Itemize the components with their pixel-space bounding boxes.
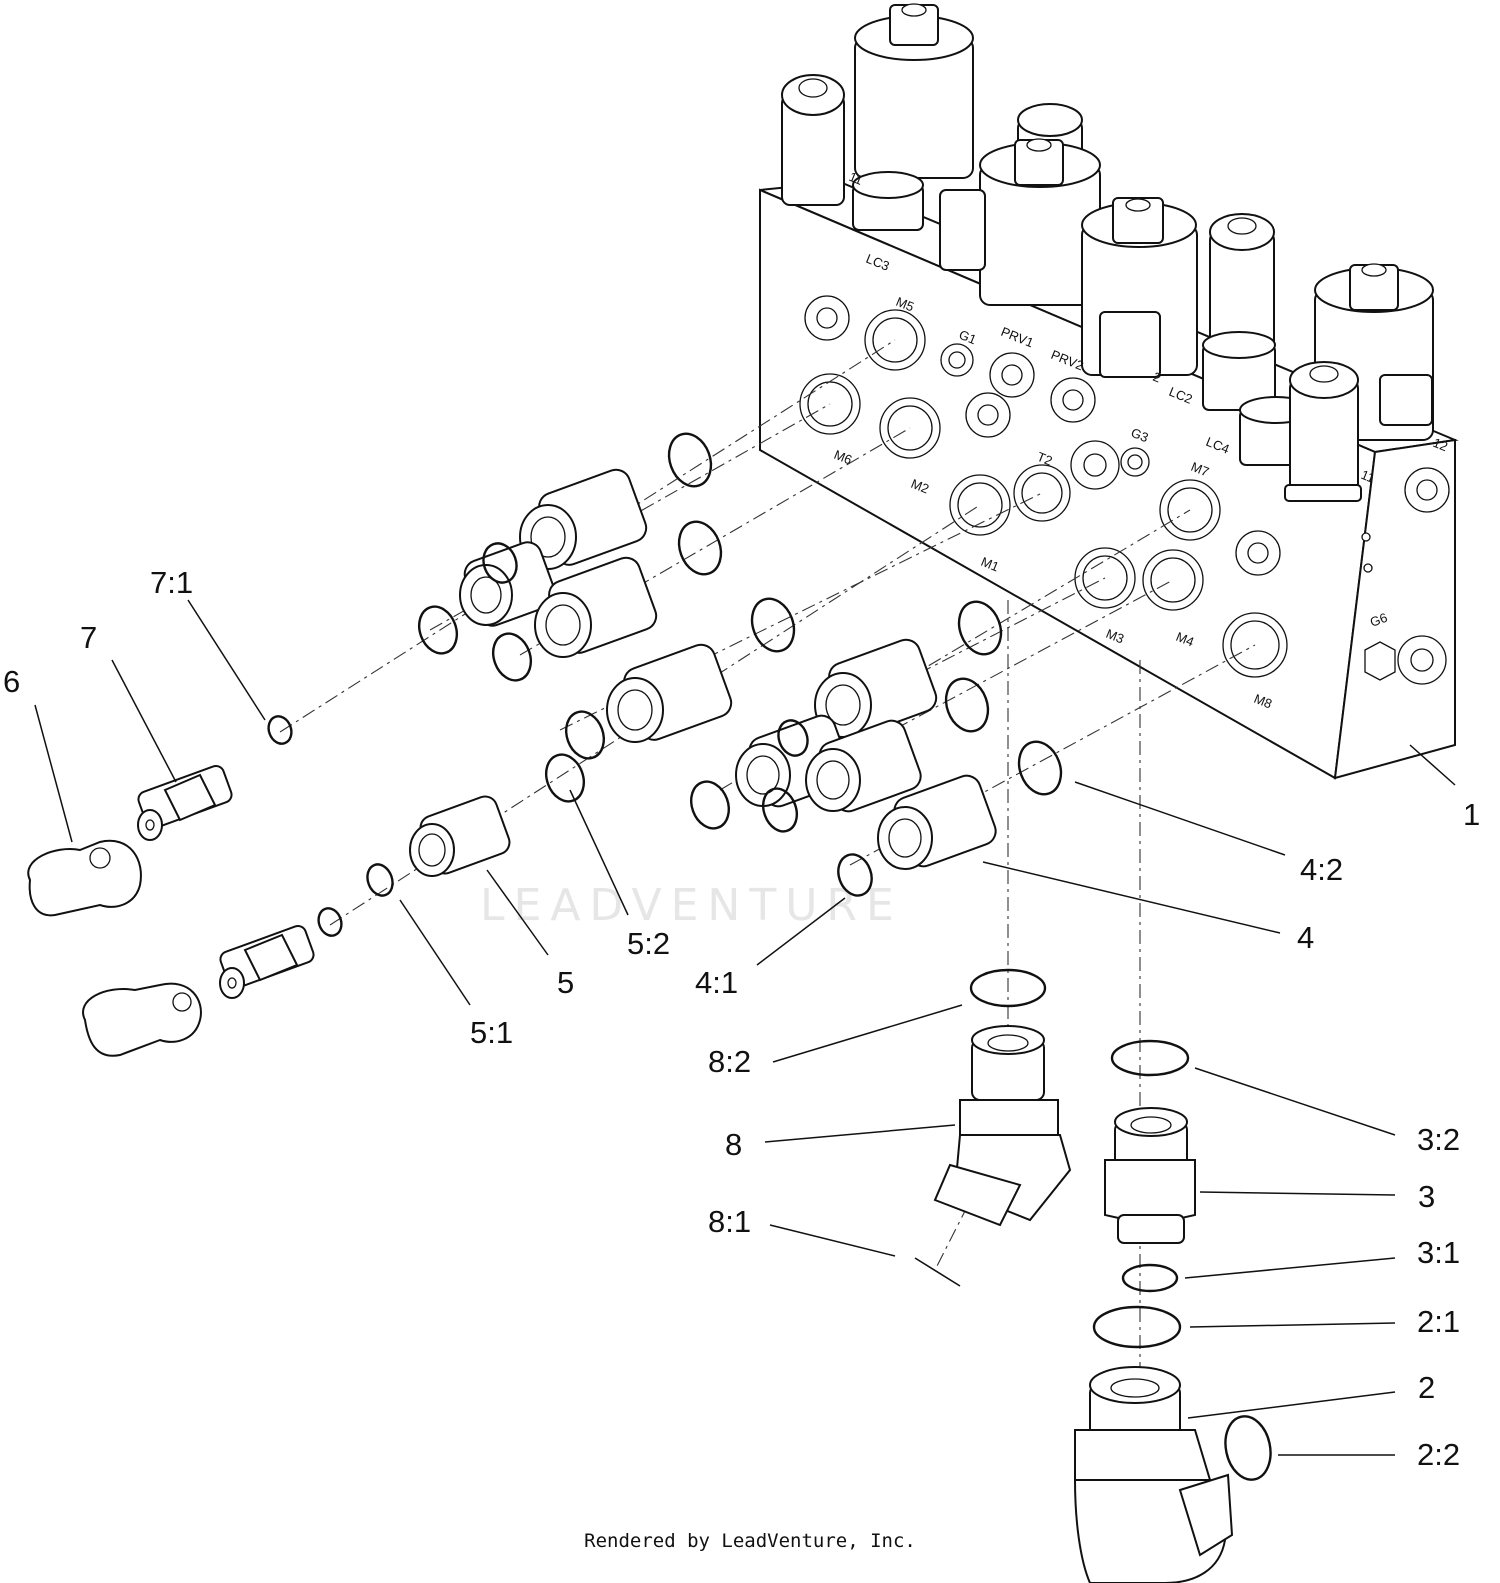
dust-caps-6 [27, 839, 202, 1057]
callout-3-2: 3:2 [1417, 1122, 1460, 1157]
callout-4-2: 4:2 [1300, 852, 1343, 887]
fittings-upper-left [417, 432, 723, 682]
port-label-m5: M5 [894, 294, 916, 315]
leader-lines [34, 599, 1456, 1456]
port-label-11-right: 11 [1359, 467, 1377, 486]
fitting-4-assembly [837, 740, 1063, 897]
fittings-middle [544, 597, 1003, 833]
port-label-m6: M6 [832, 447, 854, 468]
cartridge-valves [781, 3, 1434, 502]
port-label-11-left: 11 [847, 169, 865, 188]
fitting-3-assembly [1092, 1039, 1196, 1349]
callout-labels: 1 4:2 4 4:1 5 5:2 5:1 6 7 7:1 8:2 8 8:1 … [3, 565, 1480, 1472]
callout-5-2: 5:2 [627, 926, 670, 961]
callout-6: 6 [3, 664, 20, 699]
callout-5-1: 5:1 [470, 1015, 513, 1050]
callout-7-1: 7:1 [150, 565, 193, 600]
port-label-m1: M1 [979, 554, 1001, 575]
footer-credit: Rendered by LeadVenture, Inc. [584, 1530, 916, 1552]
port-label-m3: M3 [1104, 626, 1126, 647]
port-label-m2: M2 [909, 476, 931, 497]
callout-4-1: 4:1 [695, 965, 738, 1000]
port-label-m7: M7 [1189, 459, 1211, 480]
callout-2-2: 2:2 [1417, 1437, 1460, 1472]
callout-2-1: 2:1 [1417, 1304, 1460, 1339]
manifold-ports [799, 295, 1450, 685]
port-label-g1: G1 [957, 327, 979, 347]
callout-8-1: 8:1 [708, 1204, 751, 1239]
callout-3-1: 3:1 [1417, 1235, 1460, 1270]
callout-8: 8 [725, 1127, 742, 1162]
fitting-8-assembly [914, 968, 1072, 1287]
callout-5: 5 [557, 965, 574, 1000]
callout-4: 4 [1297, 920, 1314, 955]
callout-8-2: 8:2 [708, 1044, 751, 1079]
callout-1: 1 [1463, 797, 1480, 832]
callout-3: 3 [1418, 1179, 1435, 1214]
port-label-12: 12 [1431, 435, 1450, 454]
callout-7: 7 [80, 620, 97, 655]
port-label-t2: T2 [1035, 449, 1055, 469]
callout-2: 2 [1418, 1370, 1435, 1405]
port-label-g3: G3 [1129, 425, 1151, 445]
fitting-5-assembly [317, 795, 511, 937]
port-label-m8: M8 [1252, 691, 1274, 712]
watermark-text: LEADVENTURE [480, 880, 903, 931]
port-label-m4: M4 [1174, 629, 1196, 650]
fitting-7-assembly [137, 715, 315, 999]
fitting-2-assembly [1073, 1366, 1272, 1583]
port-label-g6: G6 [1368, 610, 1389, 630]
